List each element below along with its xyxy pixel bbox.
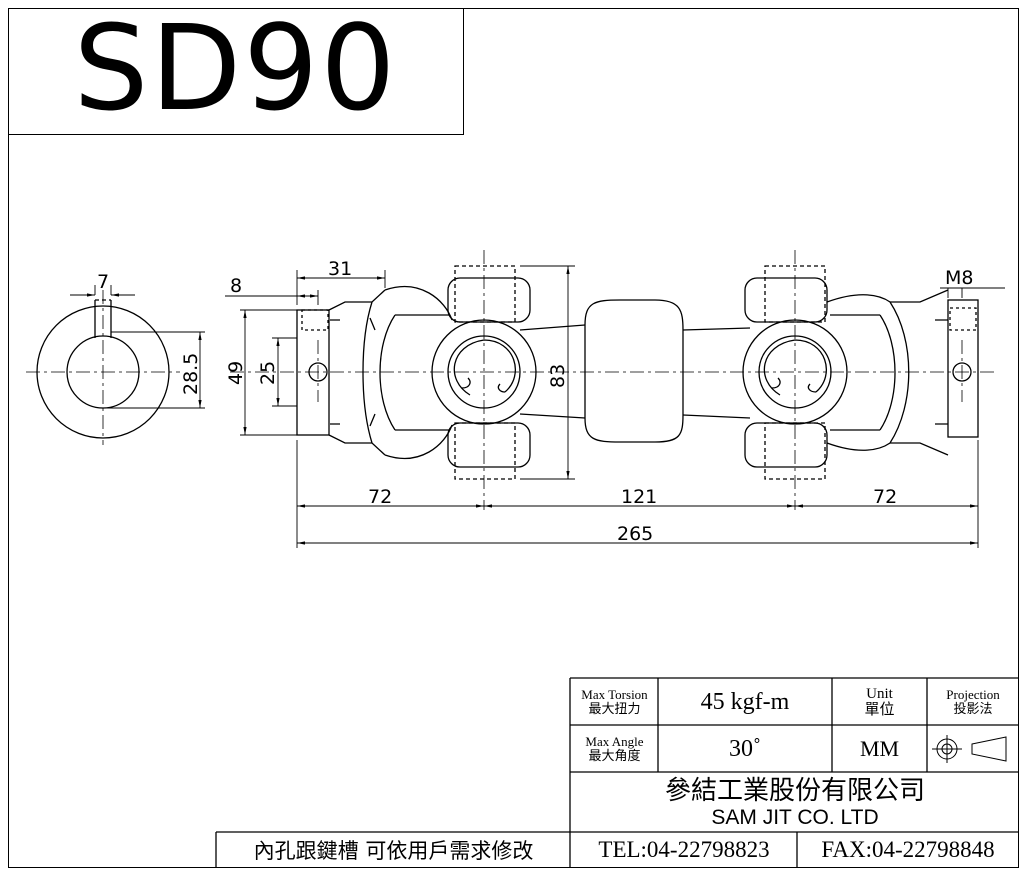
drawing-frame	[8, 8, 1019, 868]
dim-end-right: 72	[873, 486, 897, 508]
dim-keyway-width: 7	[97, 271, 109, 293]
company-name-en: SAM JIT CO. LTD	[711, 806, 879, 829]
end-view	[26, 290, 180, 445]
dim-overall-height: 83	[547, 364, 569, 388]
right-yoke	[742, 265, 910, 480]
projection-label: Projection 投影法	[946, 687, 1000, 716]
center-body	[519, 299, 751, 443]
left-hub	[296, 289, 386, 456]
title-block-grid	[215, 677, 1019, 868]
right-hub	[890, 289, 979, 456]
dim-yoke-dia: 49	[225, 361, 247, 385]
company-name-cn: 參結工業股份有限公司	[664, 775, 925, 805]
dim-bore-dia: 25	[257, 361, 279, 385]
company-tel: TEL:04-22798823	[598, 837, 770, 862]
dim-keyway-height: 28.5	[180, 353, 202, 395]
dim-hub-length: 31	[328, 258, 352, 280]
projection-symbol-icon	[932, 735, 1007, 763]
unit-label: Unit 單位	[864, 686, 895, 718]
dim-set-screw: 8	[230, 275, 242, 297]
max-torsion-value: 45 kgf-m	[700, 688, 790, 715]
dim-end-left: 72	[368, 486, 392, 508]
center-lines	[230, 250, 995, 510]
max-torsion-label: Max Torsion 最大扭力	[581, 687, 648, 716]
left-yoke	[362, 265, 537, 480]
dimension-lines	[70, 265, 1005, 548]
company-fax: FAX:04-22798848	[821, 837, 995, 862]
dim-overall-length: 265	[617, 523, 653, 545]
max-angle-value: 30˚	[729, 735, 761, 762]
dim-center-span: 121	[621, 486, 657, 508]
customization-note: 內孔跟鍵槽 可依用戶需求修改	[253, 839, 534, 863]
dim-thread: M8	[945, 267, 973, 289]
unit-value: MM	[859, 736, 900, 761]
model-title: SD90	[73, 0, 398, 137]
model-title-box: SD90	[8, 8, 464, 135]
max-angle-label: Max Angle 最大角度	[585, 734, 644, 763]
